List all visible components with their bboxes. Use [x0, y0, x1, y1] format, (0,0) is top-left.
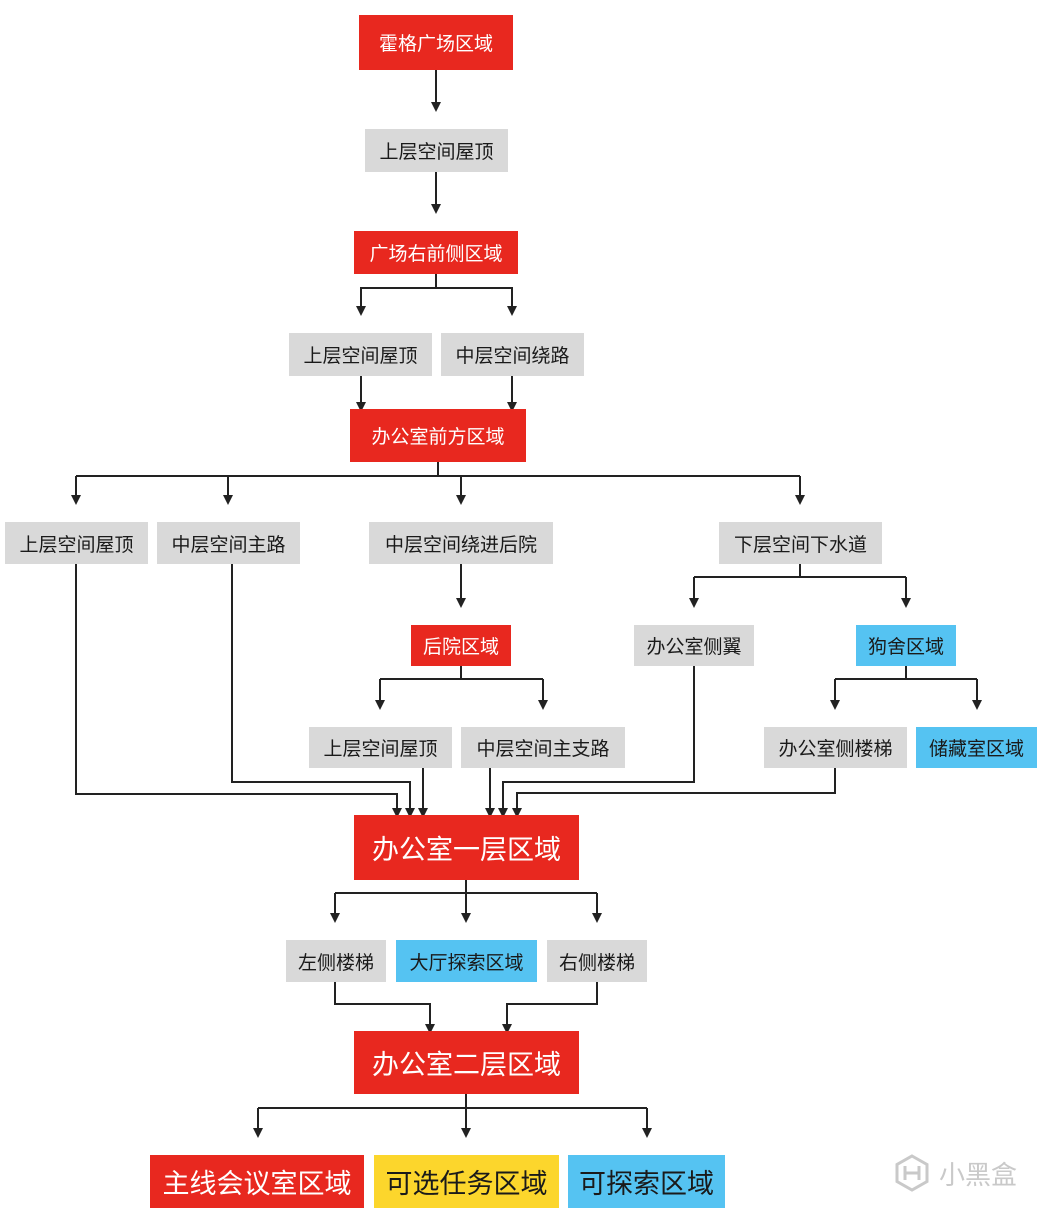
node-upper-roof-4: 上层空间屋顶: [309, 727, 452, 768]
node-main-meeting-room: 主线会议室区域: [150, 1155, 364, 1208]
edge-plaza-to-mid-bypass: [436, 287, 517, 316]
edge-side-stairs-to-floor1: [512, 768, 836, 818]
node-office-front: 办公室前方区域: [350, 409, 526, 462]
watermark-text: 小黑盒: [939, 1160, 1018, 1191]
node-left-stairs: 左侧楼梯: [286, 940, 386, 982]
node-office-wing: 办公室侧翼: [634, 625, 754, 666]
node-office-side-stairs: 办公室侧楼梯: [764, 727, 907, 768]
node-mid-bypass: 中层空间绕路: [441, 333, 584, 376]
edge-floor2-bus: [258, 1094, 647, 1109]
edge-left-stairs-to-floor2: [334, 982, 435, 1034]
edge-plaza-to-upper-roof: [356, 287, 436, 316]
edge-office-front-bus: [76, 462, 800, 477]
edge-sewer-bus: [694, 564, 906, 578]
node-mid-main-road: 中层空间主路: [157, 522, 300, 564]
heybox-logo-icon: [895, 1154, 929, 1192]
node-backyard: 后院区域: [411, 625, 511, 666]
node-office-floor2: 办公室二层区域: [354, 1031, 579, 1094]
node-storage-room: 储藏室区域: [916, 727, 1037, 768]
edge-roof3-to-floor1: [75, 564, 402, 818]
node-right-stairs: 右侧楼梯: [547, 940, 647, 982]
node-lower-sewer: 下层空间下水道: [719, 522, 882, 564]
edge-right-stairs-to-floor2: [502, 982, 598, 1034]
node-mid-branch-road: 中层空间主支路: [461, 727, 625, 768]
node-upper-roof-3: 上层空间屋顶: [5, 522, 148, 564]
node-office-floor1: 办公室一层区域: [354, 815, 579, 880]
node-mid-to-backyard: 中层空间绕进后院: [369, 522, 553, 564]
node-optional-quest: 可选任务区域: [374, 1155, 559, 1208]
node-hog-plaza: 霍格广场区域: [359, 15, 513, 70]
node-upper-roof-1: 上层空间屋顶: [365, 129, 508, 172]
node-upper-roof-2: 上层空间屋顶: [289, 333, 432, 376]
node-kennel: 狗舍区域: [856, 625, 956, 666]
edge-main-road-to-floor1: [231, 564, 415, 818]
edge-floor1-bus: [335, 880, 597, 894]
edge-backyard-bus: [380, 666, 543, 680]
edge-office-wing-to-floor1: [498, 666, 695, 818]
watermark: 小黑盒: [893, 1150, 1033, 1196]
edge-plaza-split: [361, 274, 437, 289]
node-explorable: 可探索区域: [568, 1155, 725, 1208]
node-hall-explore: 大厅探索区域: [396, 940, 537, 982]
node-plaza-right-front: 广场右前侧区域: [354, 231, 518, 274]
edge-kennel-bus: [835, 666, 977, 680]
